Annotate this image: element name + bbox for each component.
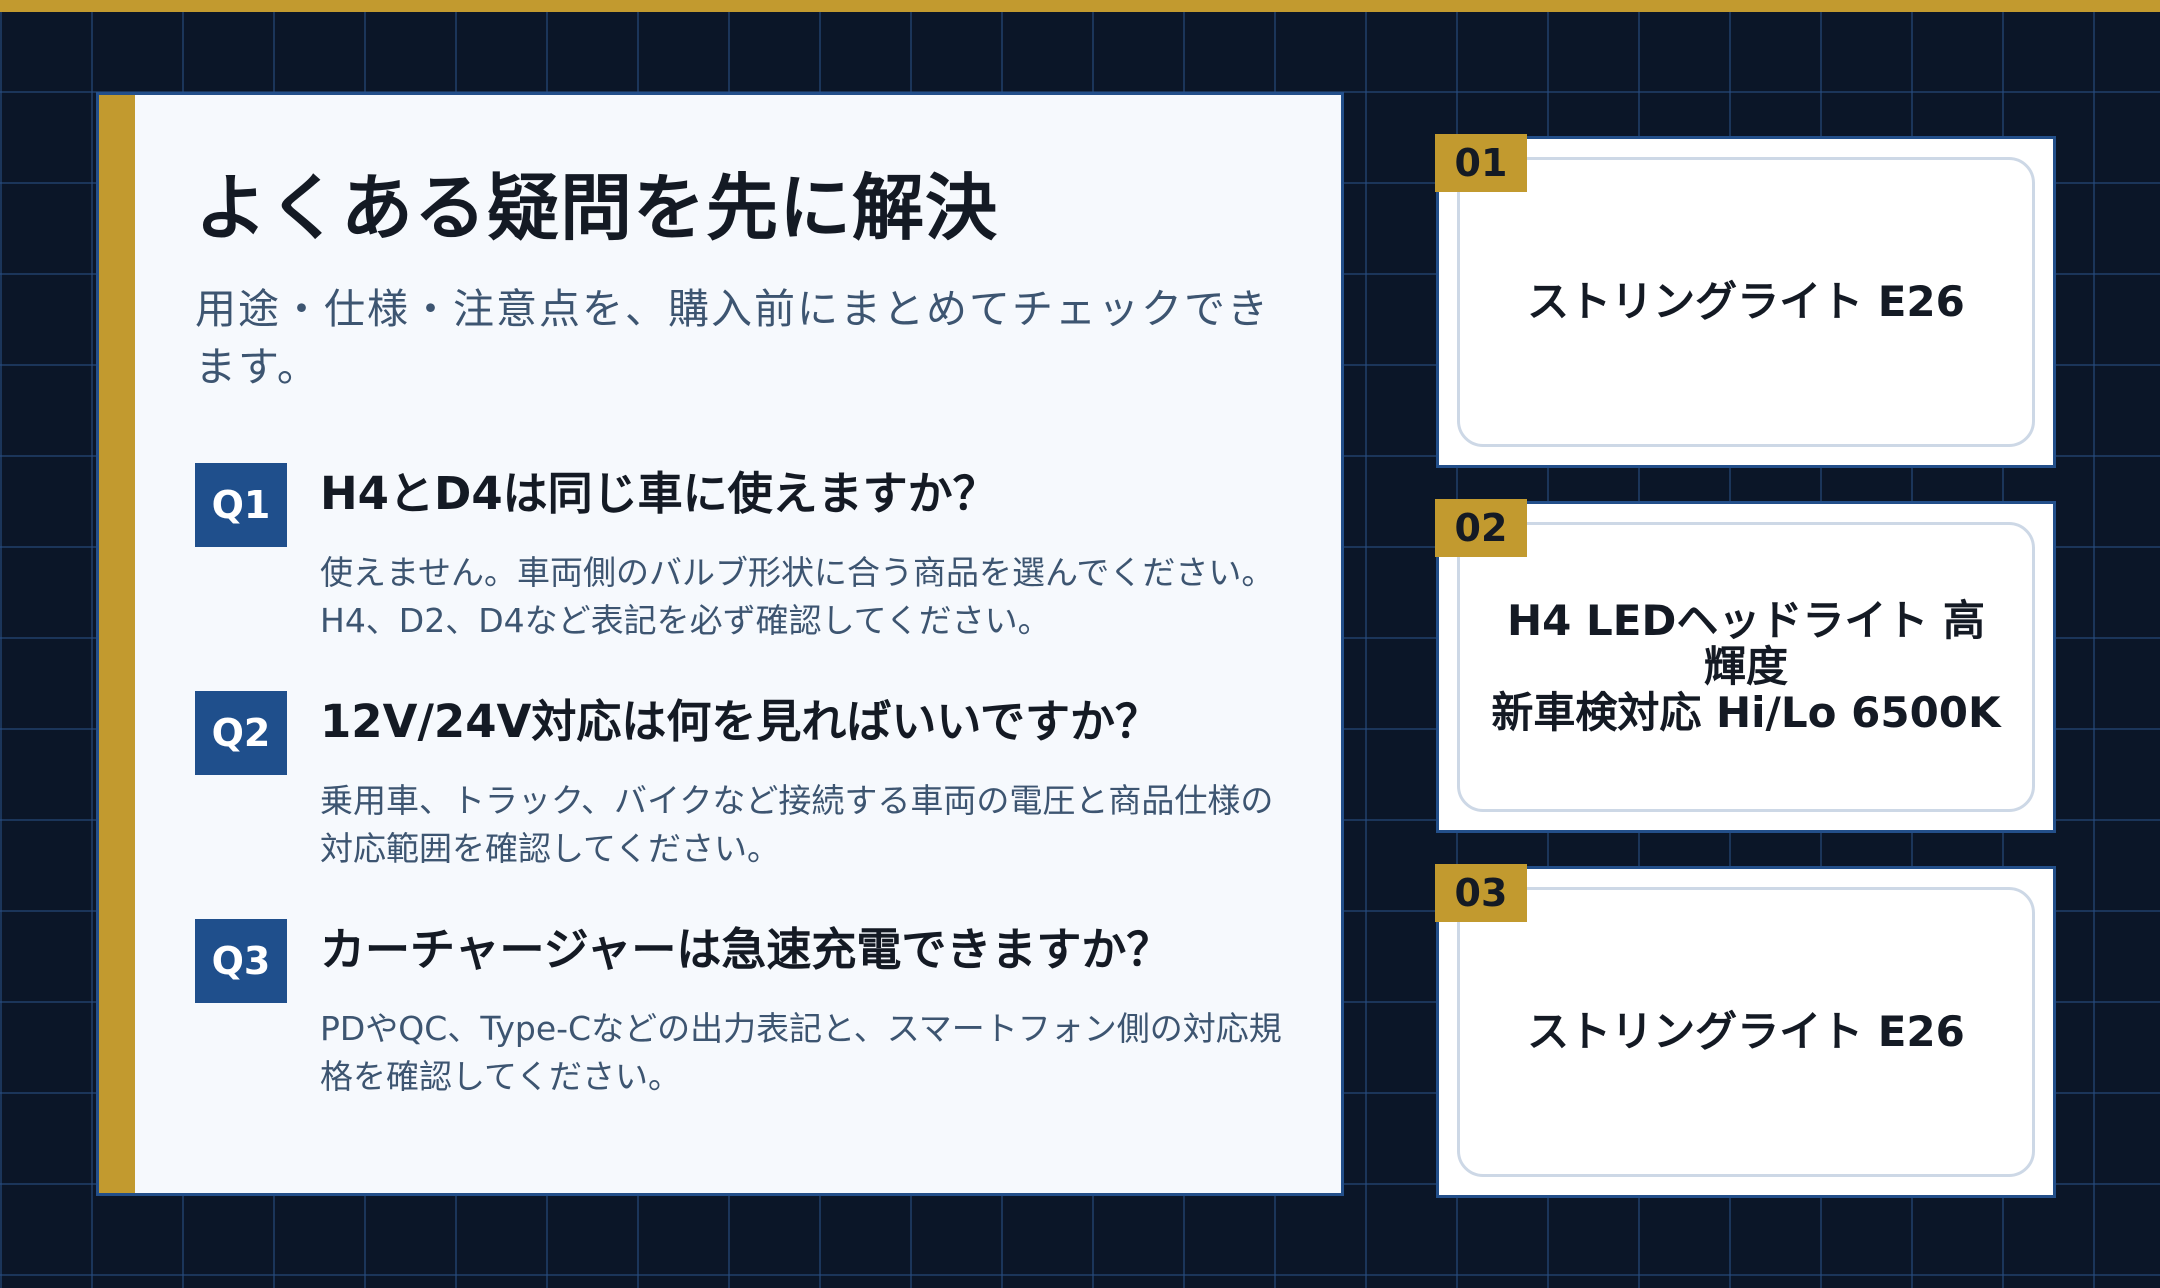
q3-badge: Q3 [195,919,287,1003]
product-number-badge: 01 [1435,134,1527,192]
product-number-badge: 03 [1435,864,1527,922]
faq-accent-stripe [99,95,135,1193]
product-card-01[interactable]: 01 ストリングライト E26 [1435,134,2056,468]
faq-title: よくある疑問を先に解決 [195,166,999,250]
faq-panel: よくある疑問を先に解決 用途・仕様・注意点を、購入前にまとめてチェックできます。… [96,92,1344,1196]
product-title: H4 LEDヘッドライト 高輝度 新車検対応 Hi/Lo 6500K [1491,596,2001,737]
q3-answer: PDやQC、Type-Cなどの出力表記と、スマートフォン側の対応規格を確認してく… [320,1009,1282,1096]
q1-answer: 使えません。車両側のバルブ形状に合う商品を選んでください。H4、D2、D4など表… [320,553,1275,640]
product-card-frame: ストリングライト E26 [1457,887,2035,1177]
product-title: ストリングライト E26 [1527,277,1965,326]
product-card-03[interactable]: 03 ストリングライト E26 [1435,864,2056,1198]
product-card-frame: H4 LEDヘッドライト 高輝度 新車検対応 Hi/Lo 6500K [1457,522,2035,812]
q2-badge: Q2 [195,691,287,775]
product-title: ストリングライト E26 [1527,1007,1965,1056]
top-accent-bar [0,0,2160,12]
q2-question: 12V/24V対応は何を見ればいいですか？ [320,695,1160,748]
q1-badge: Q1 [195,463,287,547]
q2-answer: 乗用車、トラック、バイクなど接続する車両の電圧と商品仕様の対応範囲を確認してくだ… [320,781,1274,868]
q3-question: カーチャージャーは急速充電できますか？ [320,923,1172,976]
product-card-frame: ストリングライト E26 [1457,157,2035,447]
faq-subtitle: 用途・仕様・注意点を、購入前にまとめてチェックできます。 [195,285,1270,391]
product-number-badge: 02 [1435,499,1527,557]
product-card-02[interactable]: 02 H4 LEDヘッドライト 高輝度 新車検対応 Hi/Lo 6500K [1435,499,2056,833]
q1-question: H4とD4は同じ車に使えますか？ [320,467,998,520]
